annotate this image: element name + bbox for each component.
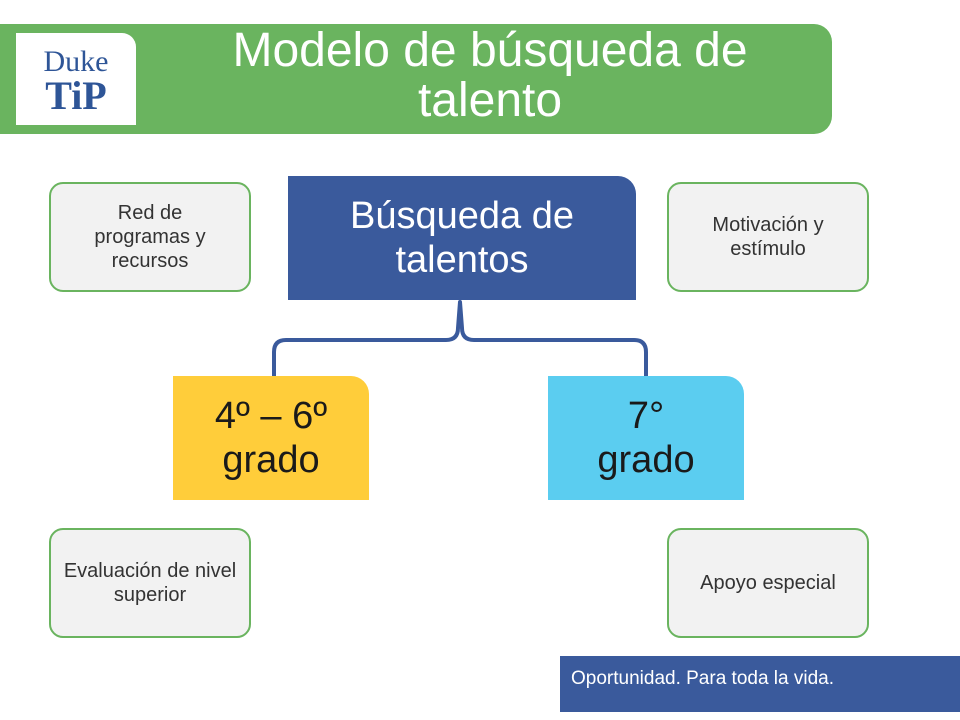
box-bottom-left: Evaluación de nivel superior: [49, 528, 251, 638]
box-bottom-right: Apoyo especial: [667, 528, 869, 638]
grade-box-left-label: 4º – 6º grado: [214, 395, 328, 481]
footer-banner: Oportunidad. Para toda la vida.: [560, 656, 960, 712]
center-box-label: Búsqueda de talentos: [350, 195, 574, 281]
box-top-left-label: Red de programas y recursos: [94, 202, 206, 272]
duke-tip-logo: Duke TiP: [16, 33, 136, 125]
logo-tip-text: TiP: [45, 73, 107, 118]
page-title: Modelo de búsqueda de talento: [150, 26, 830, 126]
title-bar: [0, 24, 832, 134]
box-bottom-right-label: Apoyo especial: [700, 572, 836, 594]
grade-box-left: 4º – 6º grado: [173, 376, 369, 500]
footer-text: Oportunidad. Para toda la vida.: [571, 668, 835, 689]
box-top-right-label: Motivación y estímulo: [712, 214, 824, 260]
logo-duke-text: Duke: [43, 45, 109, 78]
page-title-line1: Modelo de búsqueda de: [232, 24, 748, 77]
box-top-left: Red de programas y recursos: [49, 182, 251, 292]
box-bottom-left-label: Evaluación de nivel superior: [63, 560, 237, 606]
grade-box-right-label: 7° grado: [597, 395, 695, 481]
page-title-line2: talento: [417, 74, 563, 127]
box-top-right: Motivación y estímulo: [667, 182, 869, 292]
grade-box-right: 7° grado: [548, 376, 744, 500]
center-box: Búsqueda de talentos: [288, 176, 636, 300]
